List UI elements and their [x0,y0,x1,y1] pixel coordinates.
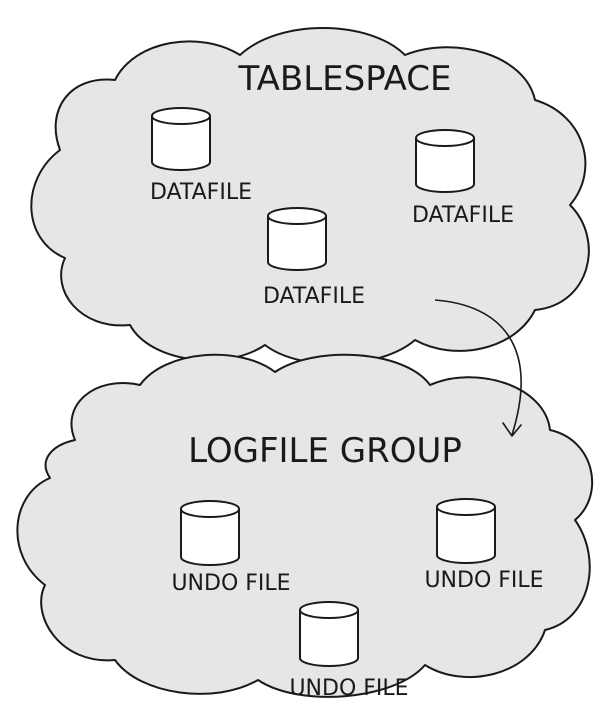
undo-file-label: UNDO FILE [289,676,408,701]
datafile-label: DATAFILE [150,180,252,205]
undo-file-label: UNDO FILE [171,571,290,596]
undo-file-3: UNDO FILE [289,601,409,701]
database-cylinder-icon [299,601,359,667]
datafile-3: DATAFILE [412,129,514,228]
database-cylinder-icon [415,129,475,193]
connector-arrow [434,299,522,437]
undo-file-1: UNDO FILE [171,500,291,596]
datafile-2: DATAFILE [263,207,365,309]
database-cylinder-icon [436,498,496,564]
tablespace-cloud: TABLESPACE DATAFILE DATAFILE [30,27,590,365]
arrowhead-icon [502,422,522,437]
database-cylinder-icon [180,500,240,566]
undo-file-label: UNDO FILE [424,568,543,593]
logfile-group-cloud-shape [16,353,594,698]
datafile-1: DATAFILE [150,107,252,205]
datafile-label: DATAFILE [263,284,365,309]
datafile-label: DATAFILE [412,203,514,228]
logfile-group-title: LOGFILE GROUP [188,431,462,471]
connector-line [434,299,522,436]
tablespace-title: TABLESPACE [238,59,452,99]
logfile-group-cloud: LOGFILE GROUP UNDO FILE UNDO FILE [16,353,594,701]
database-cylinder-icon [151,107,211,171]
undo-file-2: UNDO FILE [424,498,544,593]
database-cylinder-icon [267,207,327,271]
